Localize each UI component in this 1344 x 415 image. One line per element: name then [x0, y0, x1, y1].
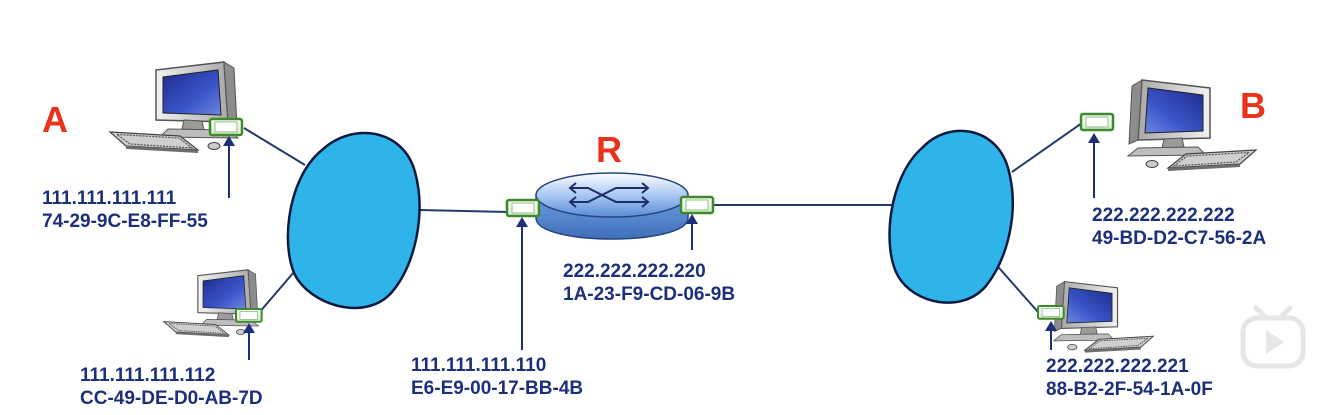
pointer-head [243, 323, 255, 333]
address-pointers [223, 133, 1100, 360]
network-cloud-icon [286, 131, 421, 310]
address-host-a2: 111.111.111.112 CC-49-DE-D0-AB-7D [80, 364, 263, 410]
link-a1-lan [243, 127, 306, 166]
address-router-left: 111.111.111.110 E6-E9-00-17-BB-4B [411, 354, 583, 400]
pointer-head [686, 214, 698, 224]
mac-address: 49-BD-D2-C7-56-2A [1092, 228, 1267, 249]
pointer-head [516, 217, 528, 227]
interface-a2 [234, 307, 263, 323]
interface-router-right [679, 195, 715, 215]
mac-address: E6-E9-00-17-BB-4B [411, 378, 584, 399]
network-links [243, 122, 1083, 315]
router-label: R [596, 129, 622, 170]
ip-address: 111.111.111.111 [42, 188, 177, 209]
address-host-b1: 222.222.222.222 49-BD-D2-C7-56-2A [1092, 204, 1266, 250]
pointer-head [1088, 133, 1100, 143]
video-play-logo-icon [1240, 305, 1306, 369]
address-host-a1: 111.111.111.111 74-29-9C-E8-FF-55 [42, 187, 208, 233]
interface-b1 [1079, 112, 1115, 132]
network-cloud-icon [888, 129, 1014, 304]
router-icon [535, 172, 689, 240]
host-label-b: B [1240, 85, 1266, 126]
ip-address: 111.111.111.112 [80, 365, 216, 386]
mac-address: 74-29-9C-E8-FF-55 [42, 211, 208, 232]
link-b1-lan [1011, 122, 1083, 173]
desktop-computer-icon [109, 61, 239, 154]
desktop-computer-icon [163, 269, 260, 338]
pointer-head [223, 136, 235, 146]
ip-address: 222.222.222.220 [563, 261, 706, 282]
pointer-head [1045, 321, 1057, 331]
ip-address: 222.222.222.222 [1092, 205, 1235, 226]
ip-address: 111.111.111.110 [411, 355, 547, 376]
ip-address: 222.222.222.221 [1046, 356, 1189, 377]
address-host-b2: 222.222.222.221 88-B2-2F-54-1A-0F [1046, 355, 1213, 401]
link-b2-lan [991, 259, 1039, 313]
desktop-computer-icon [1127, 79, 1257, 172]
address-router-right: 222.222.222.220 1A-23-F9-CD-06-9B [563, 260, 735, 306]
mac-address: 1A-23-F9-CD-06-9B [563, 284, 736, 305]
host-label-a: A [42, 99, 68, 140]
interface-router-left [505, 198, 541, 218]
desktop-computer-icon [1052, 281, 1154, 354]
link-lan-router [419, 209, 509, 213]
interface-b2 [1036, 304, 1065, 320]
mac-address: 88-B2-2F-54-1A-0F [1046, 379, 1213, 400]
interface-a1 [208, 117, 244, 137]
mac-address: CC-49-DE-D0-AB-7D [80, 388, 263, 409]
